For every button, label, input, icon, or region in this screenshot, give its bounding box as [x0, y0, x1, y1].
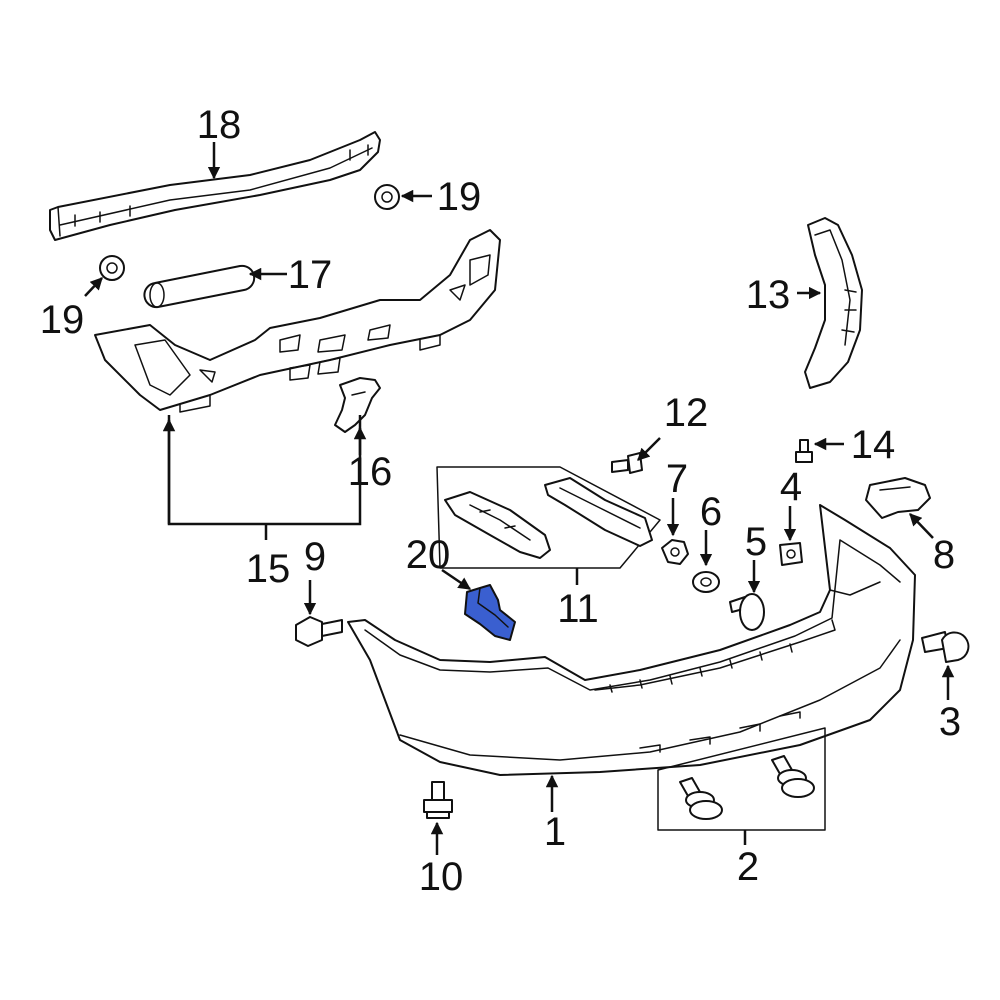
part-1-bumper-cover[interactable]: [347, 504, 916, 776]
part-2-clip-set[interactable]: [657, 727, 826, 831]
callout-16[interactable]: 16: [348, 450, 393, 494]
leader-lines: [84, 142, 955, 855]
callout-5[interactable]: 5: [745, 520, 767, 564]
part-17-cylinder[interactable]: [143, 264, 256, 309]
callout-9[interactable]: 9: [304, 535, 326, 579]
callout-3[interactable]: 3: [939, 700, 961, 744]
callout-18[interactable]: 18: [197, 103, 242, 147]
callout-13[interactable]: 13: [746, 273, 791, 317]
callout-6[interactable]: 6: [700, 490, 722, 534]
part-8-bracket[interactable]: [865, 477, 931, 519]
callout-10[interactable]: 10: [419, 855, 464, 899]
leader-8: [909, 513, 934, 539]
callout-15[interactable]: 15: [246, 547, 291, 591]
leader-20: [441, 568, 472, 591]
callout-8[interactable]: 8: [933, 533, 955, 577]
callout-17[interactable]: 17: [288, 253, 333, 297]
part-13-side-bracket[interactable]: [804, 217, 863, 389]
part-19-nut-upper[interactable]: [374, 184, 400, 210]
part-12-bolt[interactable]: [611, 452, 643, 474]
callout-12[interactable]: 12: [664, 391, 709, 435]
part-16-bracket[interactable]: [334, 377, 381, 433]
part-6-washer[interactable]: [692, 571, 720, 593]
part-18-reinforcement-bar[interactable]: [49, 131, 381, 241]
part-11-support-group[interactable]: [436, 466, 661, 569]
callout-19-lower[interactable]: 19: [40, 298, 85, 342]
callout-2[interactable]: 2: [737, 845, 759, 889]
leader-15-bracket: [167, 415, 362, 526]
callout-1[interactable]: 1: [544, 810, 566, 854]
callout-labels: 18 19 19 17 13 12 14 7 6 4 5 8 3 9 15 16…: [40, 103, 961, 899]
callout-14[interactable]: 14: [851, 423, 896, 467]
part-19-nut-lower[interactable]: [99, 255, 125, 281]
part-5-pin[interactable]: [729, 593, 765, 631]
callout-7[interactable]: 7: [666, 457, 688, 501]
leader-12: [637, 437, 661, 461]
part-7-nut[interactable]: [661, 539, 689, 565]
part-20-fill: [464, 584, 516, 641]
callout-20[interactable]: 20: [406, 533, 451, 577]
callout-4[interactable]: 4: [780, 465, 802, 509]
leader-19-lower: [84, 277, 103, 297]
callout-19-upper[interactable]: 19: [437, 175, 482, 219]
part-14-screw[interactable]: [795, 439, 813, 463]
part-20-highlighted-bracket[interactable]: [464, 584, 516, 641]
callout-11[interactable]: 11: [557, 587, 599, 631]
part-4-clip[interactable]: [779, 542, 803, 566]
part-3-push-clip[interactable]: [921, 631, 970, 663]
part-9-bolt[interactable]: [295, 616, 343, 647]
part-10-screw[interactable]: [423, 781, 453, 819]
part-15-absorber[interactable]: [94, 229, 501, 413]
